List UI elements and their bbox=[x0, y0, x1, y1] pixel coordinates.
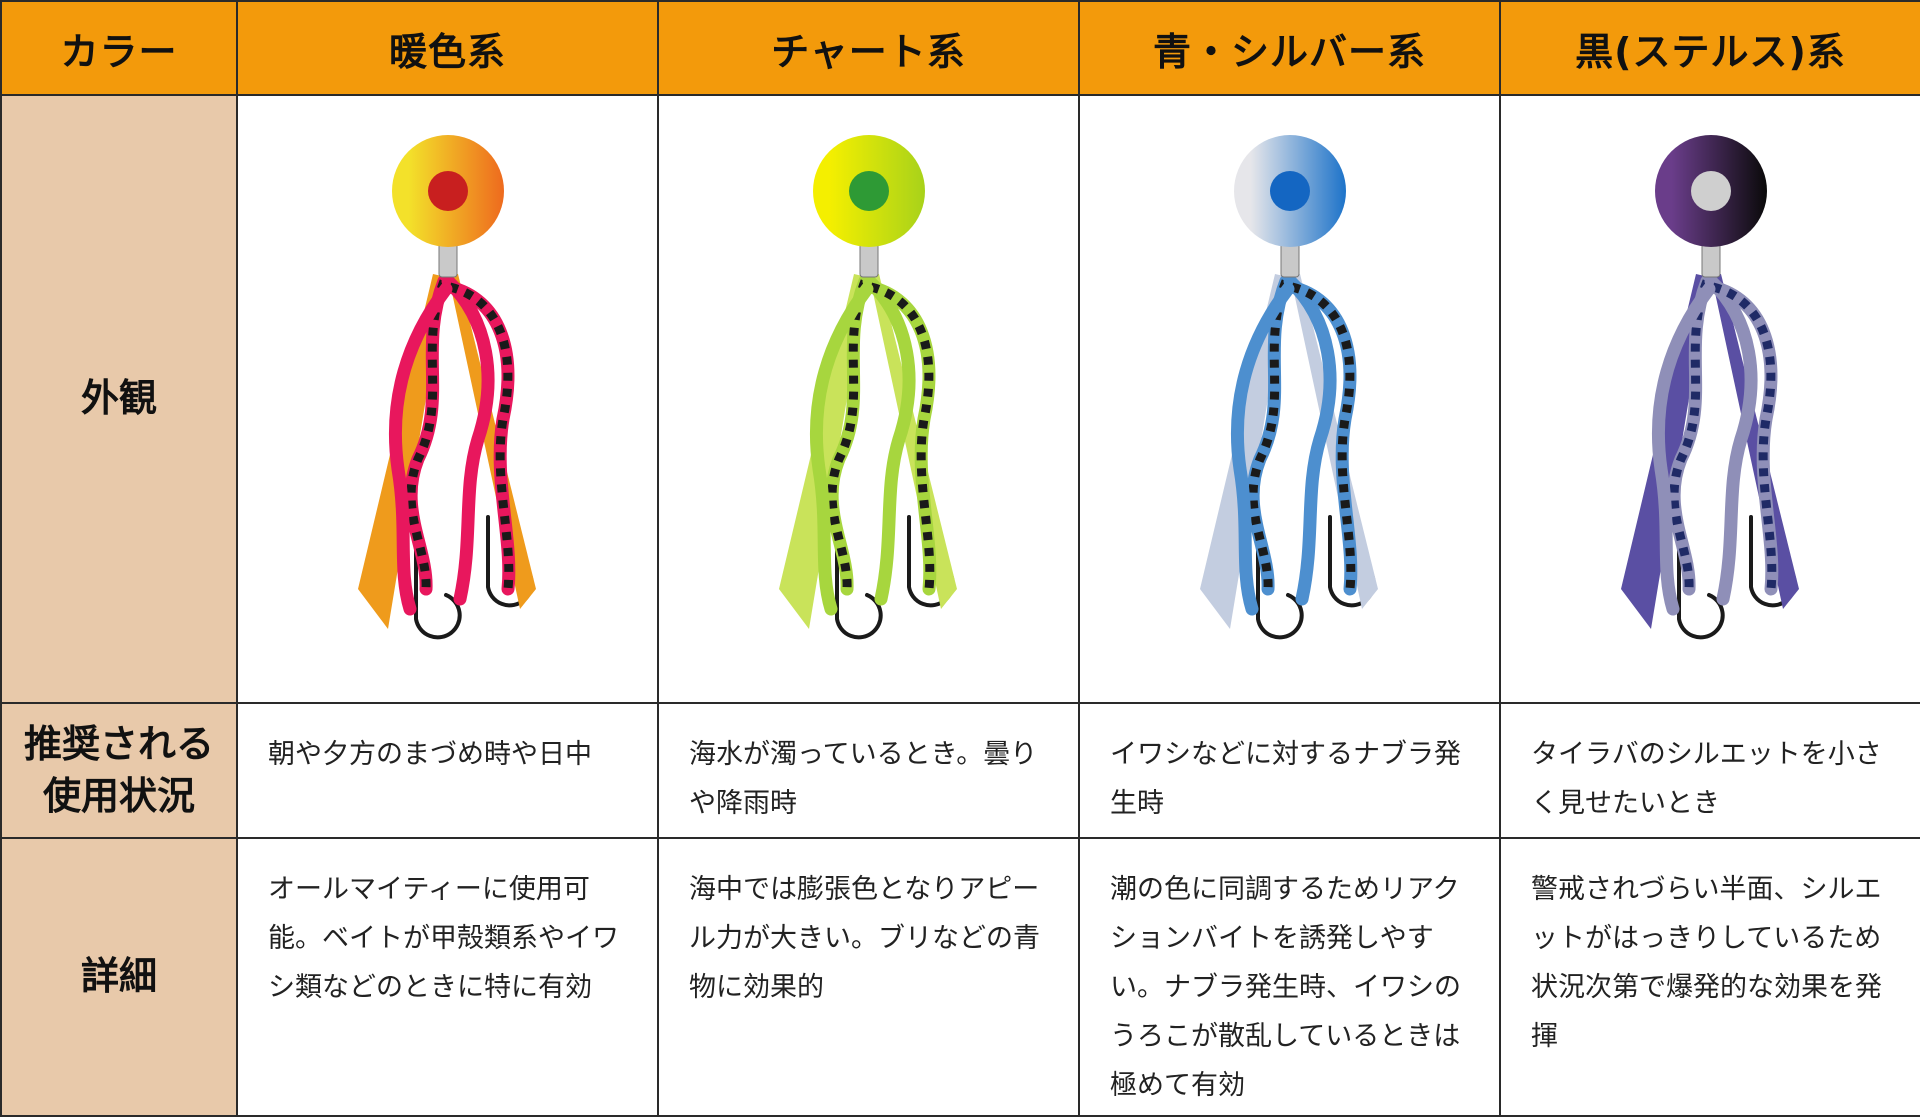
black-stealth-jig-icon bbox=[1620, 135, 1799, 640]
usage-warm: 朝や夕方のまづめ時や日中 bbox=[236, 702, 659, 839]
details-text: 海中では膨張色となりアピール力が大きい。ブリなどの青物に効果的 bbox=[689, 874, 1040, 1003]
tentacle bbox=[1651, 282, 1715, 616]
usage-row: 推奨される使用状況 朝や夕方のまづめ時や日中 海水が濁っているとき。曇りや降雨時… bbox=[0, 702, 1920, 839]
jig-eye bbox=[1269, 171, 1310, 211]
header-warm: 暖色系 bbox=[236, 0, 659, 96]
details-text: 警戒されづらい半面、シルエットがはっきりしているため状況次第で爆発的な効果を発揮 bbox=[1531, 874, 1882, 1052]
usage-chart: 海水が濁っているとき。曇りや降雨時 bbox=[657, 702, 1080, 839]
tentacle-stripe bbox=[448, 282, 513, 590]
header-color-label: カラー bbox=[0, 0, 238, 96]
tentacle bbox=[441, 274, 494, 606]
usage-text: 朝や夕方のまづめ時や日中 bbox=[268, 739, 592, 770]
usage-blue-silver: イワシなどに対するナブラ発生時 bbox=[1078, 702, 1501, 839]
skirt-band bbox=[447, 274, 536, 609]
tentacle-stripe bbox=[1248, 279, 1290, 590]
tentacle bbox=[1230, 282, 1294, 616]
skirt-band bbox=[1289, 274, 1378, 609]
jig-eye bbox=[427, 171, 468, 211]
appearance-black-stealth bbox=[1499, 94, 1920, 704]
details-black-stealth: 警戒されづらい半面、シルエットがはっきりしているため状況次第で爆発的な効果を発揮 bbox=[1499, 837, 1920, 1117]
usage-text: 海水が濁っているとき。曇りや降雨時 bbox=[689, 739, 1038, 819]
details-warm: オールマイティーに使用可能。ベイトが甲殻類系やイワシ類などのときに特に有効 bbox=[236, 837, 659, 1117]
tentacle bbox=[809, 282, 873, 616]
row-label-appearance: 外観 bbox=[0, 94, 238, 704]
row-label-details: 詳細 bbox=[0, 837, 238, 1117]
tentacle-stripe bbox=[827, 279, 869, 590]
appearance-warm bbox=[236, 94, 659, 704]
tentacle-stripe bbox=[869, 282, 934, 590]
tentacle bbox=[388, 282, 452, 616]
tentacle-stripe bbox=[1290, 282, 1355, 590]
usage-text: イワシなどに対するナブラ発生時 bbox=[1110, 739, 1461, 819]
warm-jig-icon bbox=[357, 135, 536, 640]
skirt-band bbox=[1710, 274, 1799, 609]
jig-eye bbox=[1690, 171, 1731, 211]
details-chart: 海中では膨張色となりアピール力が大きい。ブリなどの青物に効果的 bbox=[657, 837, 1080, 1117]
chart-jig-icon bbox=[778, 135, 957, 640]
header-chart: チャート系 bbox=[657, 0, 1080, 96]
skirt-band bbox=[868, 274, 957, 609]
tentacle bbox=[862, 274, 915, 606]
tentacle bbox=[1704, 274, 1757, 606]
tentacle-stripe bbox=[1711, 282, 1776, 590]
row-label-usage: 推奨される使用状況 bbox=[0, 702, 238, 839]
appearance-chart bbox=[657, 94, 1080, 704]
blue-silver-jig-icon bbox=[1199, 135, 1378, 640]
tentacle-stripe bbox=[1669, 279, 1711, 590]
tentacle-stripe bbox=[406, 279, 448, 590]
tentacle bbox=[1283, 274, 1336, 606]
appearance-row: 外観 bbox=[0, 94, 1920, 704]
header-row: カラー 暖色系 チャート系 青・シルバー系 黒(ステルス)系 bbox=[0, 0, 1920, 96]
details-text: 潮の色に同調するためリアクションバイトを誘発しやすい。ナブラ発生時、イワシのうろ… bbox=[1110, 874, 1461, 1101]
header-blue-silver: 青・シルバー系 bbox=[1078, 0, 1501, 96]
usage-black-stealth: タイラバのシルエットを小さく見せたいとき bbox=[1499, 702, 1920, 839]
details-blue-silver: 潮の色に同調するためリアクションバイトを誘発しやすい。ナブラ発生時、イワシのうろ… bbox=[1078, 837, 1501, 1117]
details-row: 詳細 オールマイティーに使用可能。ベイトが甲殻類系やイワシ類などのときに特に有効… bbox=[0, 837, 1920, 1117]
details-text: オールマイティーに使用可能。ベイトが甲殻類系やイワシ類などのときに特に有効 bbox=[268, 874, 619, 1003]
header-black-stealth: 黒(ステルス)系 bbox=[1499, 0, 1920, 96]
appearance-blue-silver bbox=[1078, 94, 1501, 704]
usage-text: タイラバのシルエットを小さく見せたいとき bbox=[1531, 739, 1882, 819]
jig-eye bbox=[848, 171, 889, 211]
